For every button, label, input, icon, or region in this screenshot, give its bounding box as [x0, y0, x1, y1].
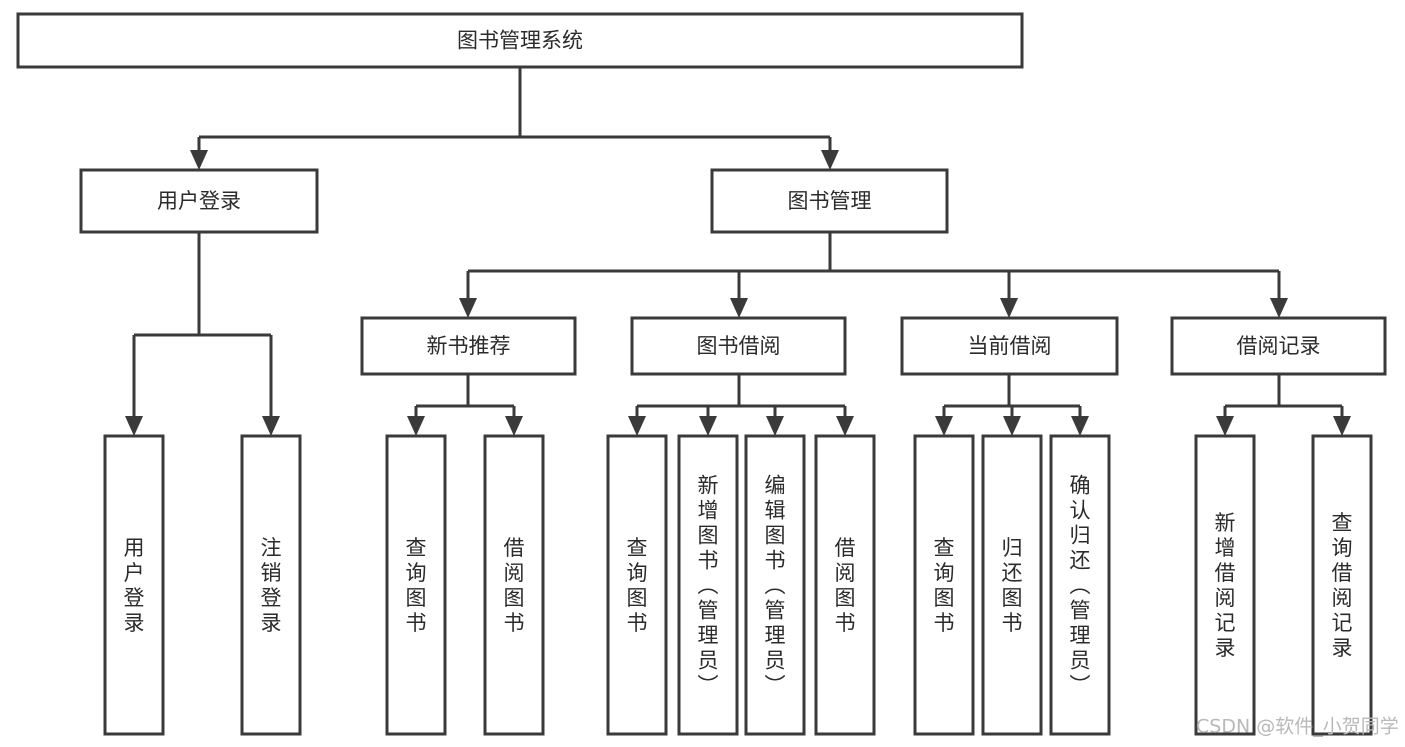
node-label: 归还图书 [1002, 536, 1023, 635]
connector-level3-group-1-arrow-icon-1 [699, 416, 717, 436]
node-leaf-6[interactable]: 编辑图书︵管理员︶ [744, 434, 806, 736]
node-leaf-4[interactable]: 查询图书 [606, 434, 668, 736]
node-label: 查询借阅记录 [1332, 511, 1353, 660]
node-box[interactable] [900, 316, 1119, 376]
node-leaf-8[interactable]: 查询图书 [913, 434, 975, 736]
node-box[interactable] [16, 12, 1024, 69]
node-box[interactable] [606, 434, 668, 736]
node-box[interactable] [1194, 434, 1256, 736]
node-box[interactable] [1311, 434, 1373, 736]
node-box[interactable] [385, 434, 447, 736]
node-box[interactable] [710, 168, 949, 234]
node-label: 图书管理系统 [457, 29, 583, 53]
node-level2-1[interactable]: 图书管理 [710, 168, 949, 234]
node-label: 新增图书︵管理员︶ [698, 474, 719, 698]
node-box[interactable] [103, 434, 165, 736]
connector-level3-group-2-arrow-icon-0 [935, 416, 953, 436]
connector-level3-group-0-arrow-icon-0 [407, 416, 425, 436]
node-level3-0[interactable]: 新书推荐 [360, 316, 577, 376]
node-leaf-2[interactable]: 查询图书 [385, 434, 447, 736]
connector-level3-group-3-arrow-icon-1 [1333, 416, 1351, 436]
node-box[interactable] [744, 434, 806, 736]
node-label: 编辑图书︵管理员︶ [765, 474, 786, 698]
node-label: 图书管理 [788, 189, 872, 213]
connector-level3-group-0 [407, 374, 523, 436]
node-box[interactable] [814, 434, 876, 736]
connector-level3-group-2-arrow-icon-1 [1003, 416, 1021, 436]
node-leaf-10[interactable]: 确认归还︵管理员︶ [1049, 434, 1111, 736]
node-box[interactable] [630, 316, 847, 376]
node-box[interactable] [1049, 434, 1111, 736]
node-label: 查询图书 [934, 536, 955, 635]
csdn-watermark: CSDN @软件_小贺同学 [1196, 716, 1399, 738]
node-box[interactable] [913, 434, 975, 736]
connector-level3-group-1 [628, 374, 854, 436]
node-box[interactable] [981, 434, 1043, 736]
connector-root-to-level2-arrow-icon-1 [821, 150, 839, 170]
node-label: 新书推荐 [427, 334, 511, 358]
connector-bookmgmt-to-level3-arrow-icon-1 [730, 298, 748, 318]
connector-bookmgmt-to-level3-arrow-icon-2 [1000, 298, 1018, 318]
connector-root-to-level2-arrow-icon-0 [190, 150, 208, 170]
connector-userlogin-to-leaves [125, 232, 280, 436]
node-label: 用户登录 [124, 536, 145, 635]
node-leaf-3[interactable]: 借阅图书 [483, 434, 545, 736]
watermark-layer: CSDN @软件_小贺同学 [1196, 716, 1399, 738]
connector-root-to-level2 [190, 67, 839, 170]
node-box[interactable] [240, 434, 302, 736]
node-label: 查询图书 [627, 536, 648, 635]
node-root-0[interactable]: 图书管理系统 [16, 12, 1024, 69]
node-level2-0[interactable]: 用户登录 [79, 168, 319, 234]
nodes-layer: 图书管理系统用户登录图书管理新书推荐图书借阅当前借阅借阅记录用户登录注销登录查询… [16, 12, 1387, 736]
node-label: 确认归还︵管理员︶ [1070, 474, 1091, 698]
node-label: 借阅图书 [504, 536, 525, 635]
node-leaf-12[interactable]: 查询借阅记录 [1311, 434, 1373, 736]
node-label: 图书借阅 [697, 334, 781, 358]
connector-level3-group-1-arrow-icon-0 [628, 416, 646, 436]
connector-level3-group-2 [935, 374, 1089, 436]
node-label: 当前借阅 [968, 334, 1052, 358]
node-leaf-1[interactable]: 注销登录 [240, 434, 302, 736]
node-label: 新增借阅记录 [1215, 511, 1236, 660]
node-label: 查询图书 [406, 536, 427, 635]
connector-level3-group-2-arrow-icon-2 [1071, 416, 1089, 436]
node-leaf-9[interactable]: 归还图书 [981, 434, 1043, 736]
node-level3-3[interactable]: 借阅记录 [1170, 316, 1387, 376]
connector-level3-group-3 [1216, 374, 1351, 436]
node-label: 借阅图书 [835, 536, 856, 635]
node-level3-1[interactable]: 图书借阅 [630, 316, 847, 376]
node-box[interactable] [677, 434, 739, 736]
node-leaf-11[interactable]: 新增借阅记录 [1194, 434, 1256, 736]
node-box[interactable] [1170, 316, 1387, 376]
node-leaf-0[interactable]: 用户登录 [103, 434, 165, 736]
connector-level3-group-1-arrow-icon-3 [836, 416, 854, 436]
node-label: 注销登录 [261, 536, 282, 635]
connector-bookmgmt-to-level3 [459, 232, 1288, 318]
node-box[interactable] [360, 316, 577, 376]
connector-bookmgmt-to-level3-arrow-icon-3 [1270, 298, 1288, 318]
connector-userlogin-to-leaves-arrow-icon-0 [125, 416, 143, 436]
connector-level3-group-3-arrow-icon-0 [1216, 416, 1234, 436]
connector-bookmgmt-to-level3-arrow-icon-0 [459, 298, 477, 318]
node-leaf-5[interactable]: 新增图书︵管理员︶ [677, 434, 739, 736]
node-label: 借阅记录 [1237, 334, 1321, 358]
node-level3-2[interactable]: 当前借阅 [900, 316, 1119, 376]
node-box[interactable] [483, 434, 545, 736]
node-leaf-7[interactable]: 借阅图书 [814, 434, 876, 736]
connectors-layer [125, 67, 1351, 436]
connector-level3-group-0-arrow-icon-1 [505, 416, 523, 436]
connector-userlogin-to-leaves-arrow-icon-1 [262, 416, 280, 436]
node-box[interactable] [79, 168, 319, 234]
connector-level3-group-1-arrow-icon-2 [766, 416, 784, 436]
node-label: 用户登录 [157, 189, 241, 213]
